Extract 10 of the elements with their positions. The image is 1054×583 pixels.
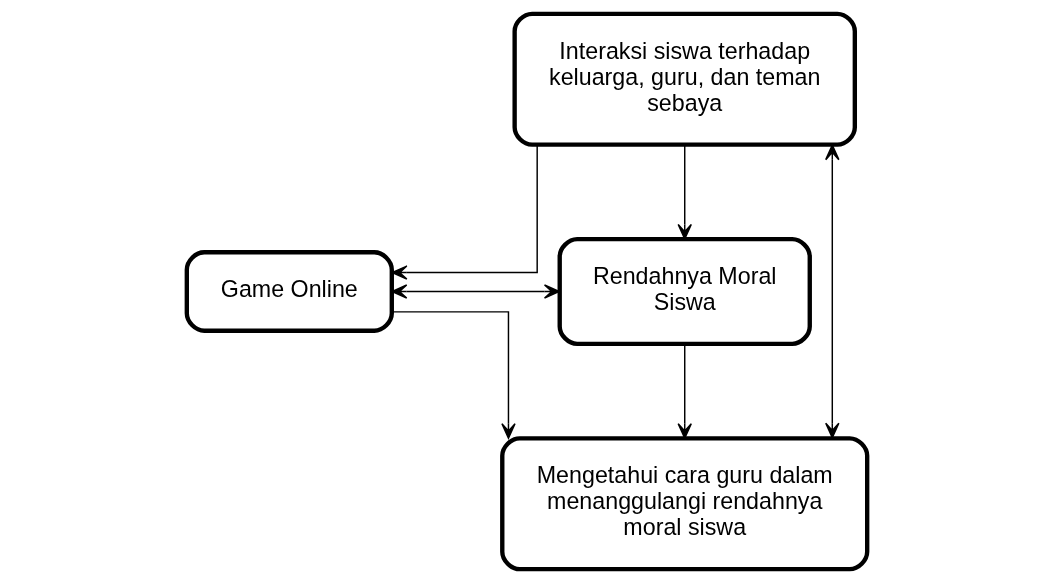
arrow	[391, 284, 560, 299]
node-box: Game Online	[184, 250, 394, 333]
arrow	[391, 144, 538, 280]
arrow	[825, 144, 840, 439]
node-box: Mengetahui cara guru dalam menanggulangi rendahnya moral siswa	[500, 436, 870, 572]
arrow	[677, 144, 692, 240]
node-box: Rendahnya Moral Siswa	[557, 237, 812, 346]
arrow	[391, 311, 516, 439]
arrow	[677, 343, 692, 439]
node-box: Interaksi siswa terhadap keluarga, guru, dan teman sebaya	[512, 11, 857, 147]
